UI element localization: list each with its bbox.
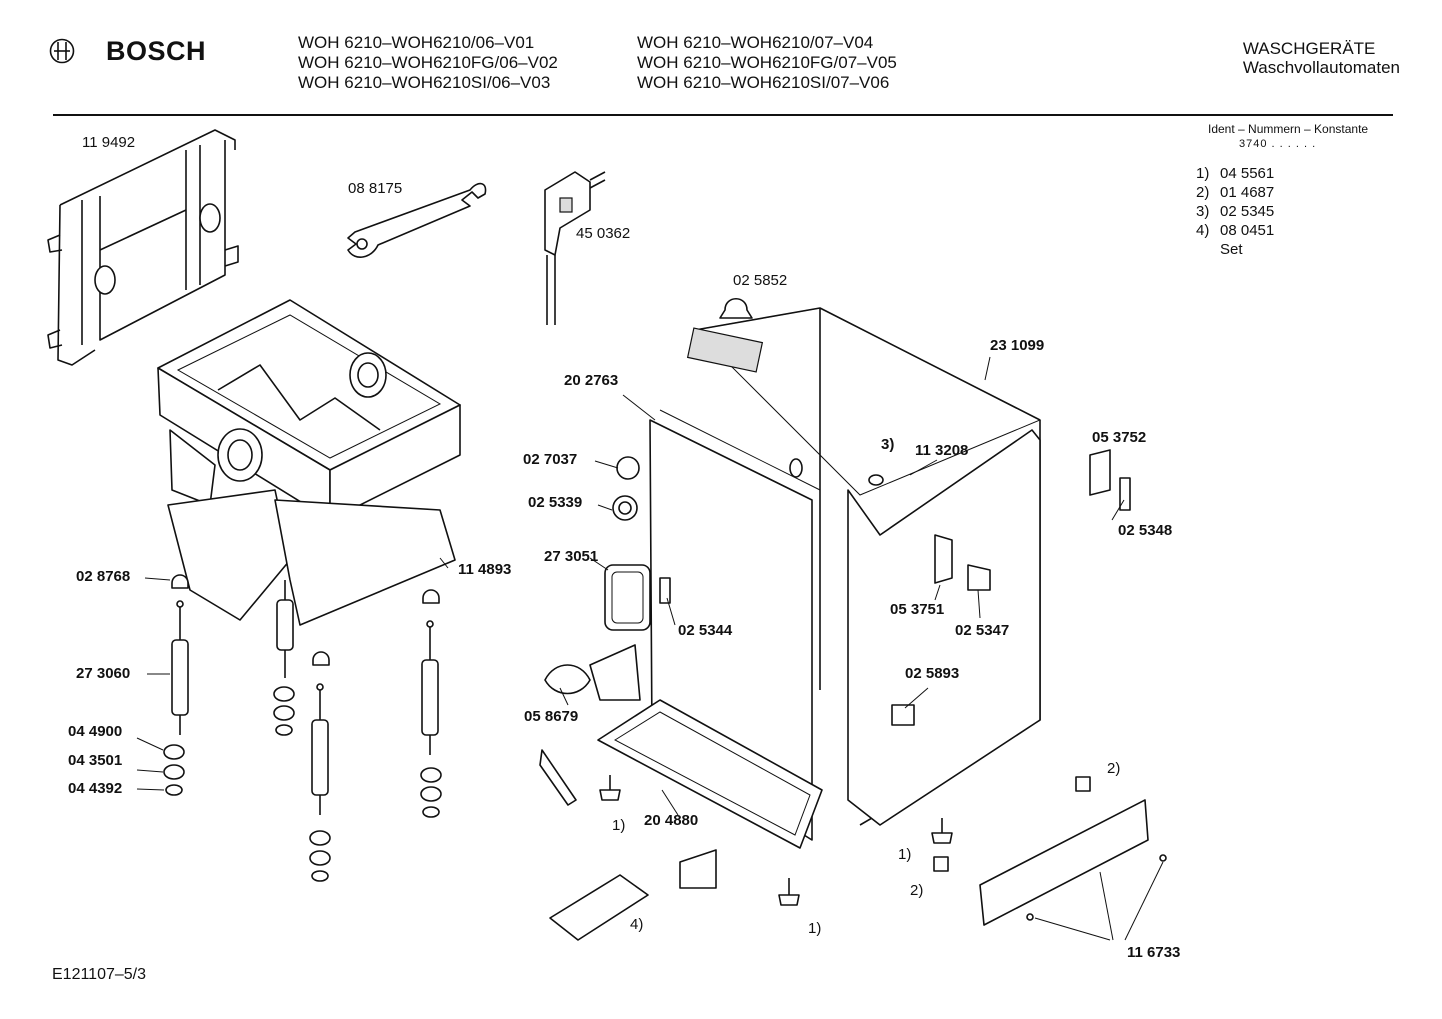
legend-key: 4) <box>1196 222 1210 239</box>
part-label: 20 2763 <box>564 372 619 389</box>
category-title: WASCHGERÄTE <box>1242 39 1376 58</box>
part-label: 02 8768 <box>76 568 131 585</box>
part-label: 02 7037 <box>523 451 578 468</box>
part-label: 02 5347 <box>955 622 1010 639</box>
reference-label: 1) <box>898 846 912 863</box>
model-line: WOH 6210–WOH6210SI/06–V03 <box>298 73 551 92</box>
legend-key: 3) <box>1196 203 1210 220</box>
part-label: 02 5348 <box>1118 522 1173 539</box>
legend-value: 08 0451 <box>1220 222 1275 239</box>
part-label: 02 5344 <box>678 622 733 639</box>
part-label: 04 4900 <box>68 723 123 740</box>
legend-row: 1) 04 5561 <box>1196 164 1274 183</box>
part-label: 45 0362 <box>576 225 631 242</box>
drawing-code: E121107–5/3 <box>52 966 147 983</box>
model-line: WOH 6210–WOH6210FG/06–V02 <box>298 53 558 72</box>
legend-value: Set <box>1220 241 1243 258</box>
power-plug-drawing <box>544 171 606 325</box>
part-label: 02 5852 <box>733 272 788 289</box>
part-label: 05 8679 <box>524 708 579 725</box>
legend-row: 3) 02 5345 <box>1196 202 1274 221</box>
part-label: 05 3752 <box>1092 429 1147 446</box>
part-label: 27 3060 <box>76 665 131 682</box>
model-list-left: WOH 6210–WOH6210/06–V01 WOH 6210–WOH6210… <box>298 33 558 93</box>
legend-value: 02 5345 <box>1220 203 1275 220</box>
part-label: 27 3051 <box>544 548 599 565</box>
legend-row: Set <box>1196 240 1274 259</box>
legend-row: 4) 08 0451 <box>1196 221 1274 240</box>
shock-absorber-drawing <box>171 580 439 815</box>
part-label: 20 4880 <box>644 812 699 829</box>
mounting-frame-drawing <box>47 129 239 366</box>
ident-title: Ident – Nummern – Konstante <box>1208 122 1369 136</box>
ident-constant: 3740 . . . . . . <box>1239 138 1317 150</box>
reference-label: 1) <box>612 817 626 834</box>
reference-label: 2) <box>1107 760 1121 777</box>
brand-name: BOSCH <box>106 36 207 66</box>
category-block: WASCHGERÄTE Waschvollautomaten <box>1243 39 1400 77</box>
reference-label: 2) <box>910 882 924 899</box>
part-label: 23 1099 <box>990 337 1045 354</box>
legend-key: 1) <box>1196 165 1210 182</box>
legend-value: 04 5561 <box>1220 165 1275 182</box>
part-label: 11 6733 <box>1127 944 1181 961</box>
wrench-drawing <box>347 182 487 258</box>
part-label: 02 5893 <box>905 665 960 682</box>
part-label: 11 9492 <box>82 134 136 151</box>
ident-legend: 1)04 5561 2)01 4687 3)02 5345 4)08 0451 … <box>1196 164 1274 259</box>
header-divider <box>53 114 1393 116</box>
legend-row: 2) 01 4687 <box>1196 183 1274 202</box>
cabinet-drawing <box>597 307 1042 849</box>
part-label: 11 3208 <box>915 442 969 459</box>
reference-label: 1) <box>808 920 822 937</box>
washers-drawing <box>163 574 442 882</box>
part-label: 11 4893 <box>458 561 512 578</box>
part-label: 05 3751 <box>890 601 945 618</box>
reference-label: 4) <box>630 916 644 933</box>
model-line: WOH 6210–WOH6210/07–V04 <box>637 33 874 52</box>
reference-label: 3) <box>881 436 895 453</box>
detergent-housing-drawing <box>157 299 461 626</box>
legend-value: 01 4687 <box>1220 184 1275 201</box>
part-label: 04 3501 <box>68 752 123 769</box>
model-line: WOH 6210–WOH6210FG/07–V05 <box>637 53 897 72</box>
leader-lines <box>136 356 1164 941</box>
legend-key <box>1196 240 1220 259</box>
legend-key: 2) <box>1196 184 1210 201</box>
bosch-armature-icon <box>49 38 75 64</box>
part-label: 04 4392 <box>68 780 123 797</box>
part-label: 08 8175 <box>348 180 403 197</box>
category-subtitle: Waschvollautomaten <box>1242 58 1400 77</box>
model-list-right: WOH 6210–WOH6210/07–V04 WOH 6210–WOH6210… <box>637 33 897 93</box>
model-line: WOH 6210–WOH6210SI/07–V06 <box>637 73 890 92</box>
model-line: WOH 6210–WOH6210/06–V01 <box>298 33 535 52</box>
part-label: 02 5339 <box>528 494 583 511</box>
